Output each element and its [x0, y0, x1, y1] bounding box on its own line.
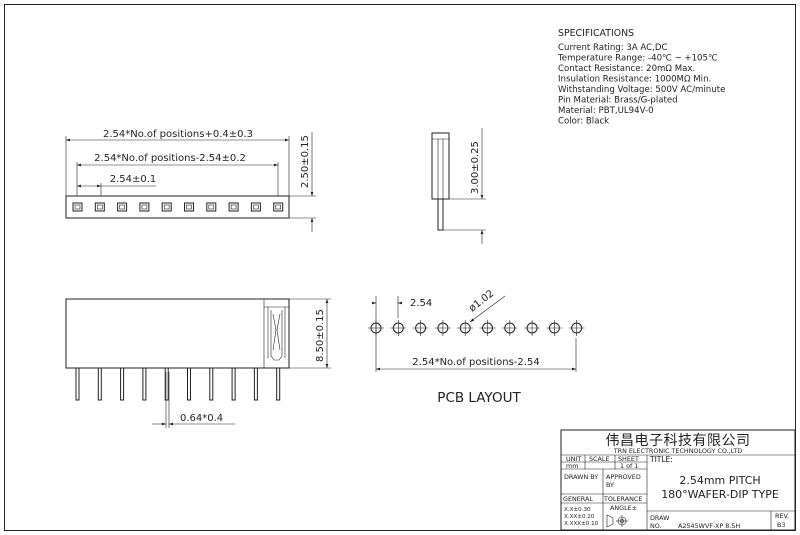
- top-view-cavity: [161, 202, 172, 212]
- front-view-pin: [142, 367, 147, 401]
- part-number: A2545WVF-XP 8.5H: [678, 522, 740, 530]
- pcb-hole: [434, 320, 451, 336]
- pcb-holes: [368, 320, 585, 336]
- tolerance-label: TOLERANCE: [603, 495, 642, 503]
- drawing-title-line1: 2.54mm PITCH: [679, 474, 760, 487]
- pcb-hole: [412, 320, 429, 336]
- inner-length-label: 2.54*No.of positions-2.54±0.2: [94, 153, 246, 164]
- top-view: 2.54*No.of positions+0.4±0.3 2.54*No.of …: [65, 129, 316, 232]
- pcb-layout: 2.54 ø1.02 2.54*No.of positions-2.54 PCB…: [368, 288, 585, 406]
- drawn-by-label: DRAWN BY: [564, 473, 598, 481]
- sheet-label: SHEET: [618, 455, 639, 463]
- hole-leader: [469, 295, 506, 323]
- side-view-pin: [437, 198, 444, 231]
- front-view-pin: [97, 367, 102, 401]
- pcb-hole: [457, 320, 474, 336]
- top-view-cavity: [250, 202, 261, 212]
- pcb-length-label: 2.54*No.of positions-2.54: [412, 357, 539, 368]
- front-view-pin: [120, 367, 125, 401]
- top-view-cavity: [117, 202, 128, 212]
- spec-line: Insulation Resistance: 1000MΩ Min.: [558, 75, 711, 85]
- top-height-label: 2.50±0.15: [300, 135, 311, 188]
- front-view: 8.50±0.15 0.64*0.4: [65, 298, 331, 428]
- front-view-pin: [276, 367, 281, 401]
- side-view-body: [431, 132, 450, 200]
- spec-line: Withstanding Voltage: 500V AC/minute: [558, 85, 725, 95]
- front-view-pin: [231, 367, 236, 401]
- tolerance-value: X.XXX±0.10: [564, 521, 599, 527]
- pcb-hole: [546, 320, 563, 336]
- projection-symbol-icon: [606, 514, 628, 528]
- spec-line: Material: PBT,UL94V-0: [558, 106, 654, 116]
- unit-value: mm: [566, 462, 578, 470]
- unit-label: UNIT: [566, 455, 581, 463]
- title-block: 伟昌电子科技有限公司 TRN ELECTRONIC TECHNOLOGY CO.…: [560, 429, 796, 531]
- approved-by-label: BY: [606, 481, 614, 489]
- front-view-pin: [253, 367, 258, 401]
- spec-line: Temperature Range: -40℃ ~ +105℃: [557, 54, 718, 64]
- company-name-en: TRN ELECTRONIC TECHNOLOGY CO.,LTD: [613, 447, 743, 455]
- title-label: TITLE:: [649, 455, 673, 464]
- front-view-pin: [75, 367, 80, 401]
- front-view-contact: [267, 307, 286, 361]
- pcb-hole: [390, 320, 407, 336]
- rev-label: REV.: [775, 512, 789, 520]
- overall-length-label: 2.54*No.of positions+0.4±0.3: [103, 129, 253, 140]
- front-view-pin: [209, 367, 214, 401]
- top-view-holes: [72, 202, 284, 212]
- pcb-pitch-label: 2.54: [410, 298, 432, 309]
- draw-label: DRAW: [650, 514, 670, 522]
- top-view-cavity: [228, 202, 239, 212]
- sheet-border: [4, 4, 796, 531]
- approved-label: APPROVED: [606, 473, 641, 481]
- pin-width-label: 0.64*0.4: [180, 413, 223, 424]
- spec-line: Current Rating: 3A AC,DC: [558, 43, 668, 53]
- top-view-cavity: [139, 202, 150, 212]
- front-view-pin: [187, 367, 191, 401]
- front-view-pin: [164, 367, 169, 401]
- pcb-hole: [368, 320, 384, 336]
- pcb-layout-label: PCB LAYOUT: [437, 390, 521, 406]
- scale-label: SCALE: [589, 455, 610, 463]
- no-label: NO.: [650, 522, 662, 530]
- pcb-hole: [568, 320, 585, 336]
- pcb-hole: [524, 320, 541, 336]
- front-view-body: [65, 298, 290, 369]
- top-view-cavity: [206, 202, 217, 212]
- hole-diameter-label: ø1.02: [467, 288, 496, 314]
- top-view-cavity: [94, 202, 105, 212]
- sheet-value: 1 of 1: [620, 462, 638, 470]
- drawing-title-line2: 180°WAFER-DIP TYPE: [661, 488, 779, 501]
- side-height-label: 3.00±0.25: [470, 141, 481, 194]
- spec-line: Contact Resistance: 20mΩ Max.: [558, 64, 695, 74]
- spec-line: Color: Black: [558, 117, 609, 127]
- top-view-body: [65, 195, 290, 219]
- specifications-block: SPECIFICATIONS Current Rating: 3A AC,DC …: [557, 28, 725, 127]
- company-name-cn: 伟昌电子科技有限公司: [606, 433, 751, 449]
- pitch-label: 2.54±0.1: [110, 174, 157, 185]
- pcb-hole: [501, 320, 518, 336]
- rev-value: B3: [777, 521, 785, 529]
- side-view: 3.00±0.25: [431, 128, 486, 244]
- pcb-hole: [479, 320, 496, 336]
- tolerance-value: X.XX±0.20: [564, 514, 595, 520]
- specifications-heading: SPECIFICATIONS: [558, 28, 634, 39]
- tolerance-value: X.X±0.30: [564, 507, 591, 513]
- spec-line: Pin Material: Brass/G-plated: [558, 96, 678, 106]
- top-view-cavity: [72, 202, 83, 212]
- top-view-cavity: [184, 202, 194, 212]
- general-label: GENERAL: [563, 495, 593, 503]
- body-height-label: 8.50±0.15: [315, 309, 326, 362]
- top-view-cavity: [273, 202, 284, 212]
- front-view-pins: [75, 367, 281, 401]
- angle-label: ANGLE±: [610, 504, 637, 512]
